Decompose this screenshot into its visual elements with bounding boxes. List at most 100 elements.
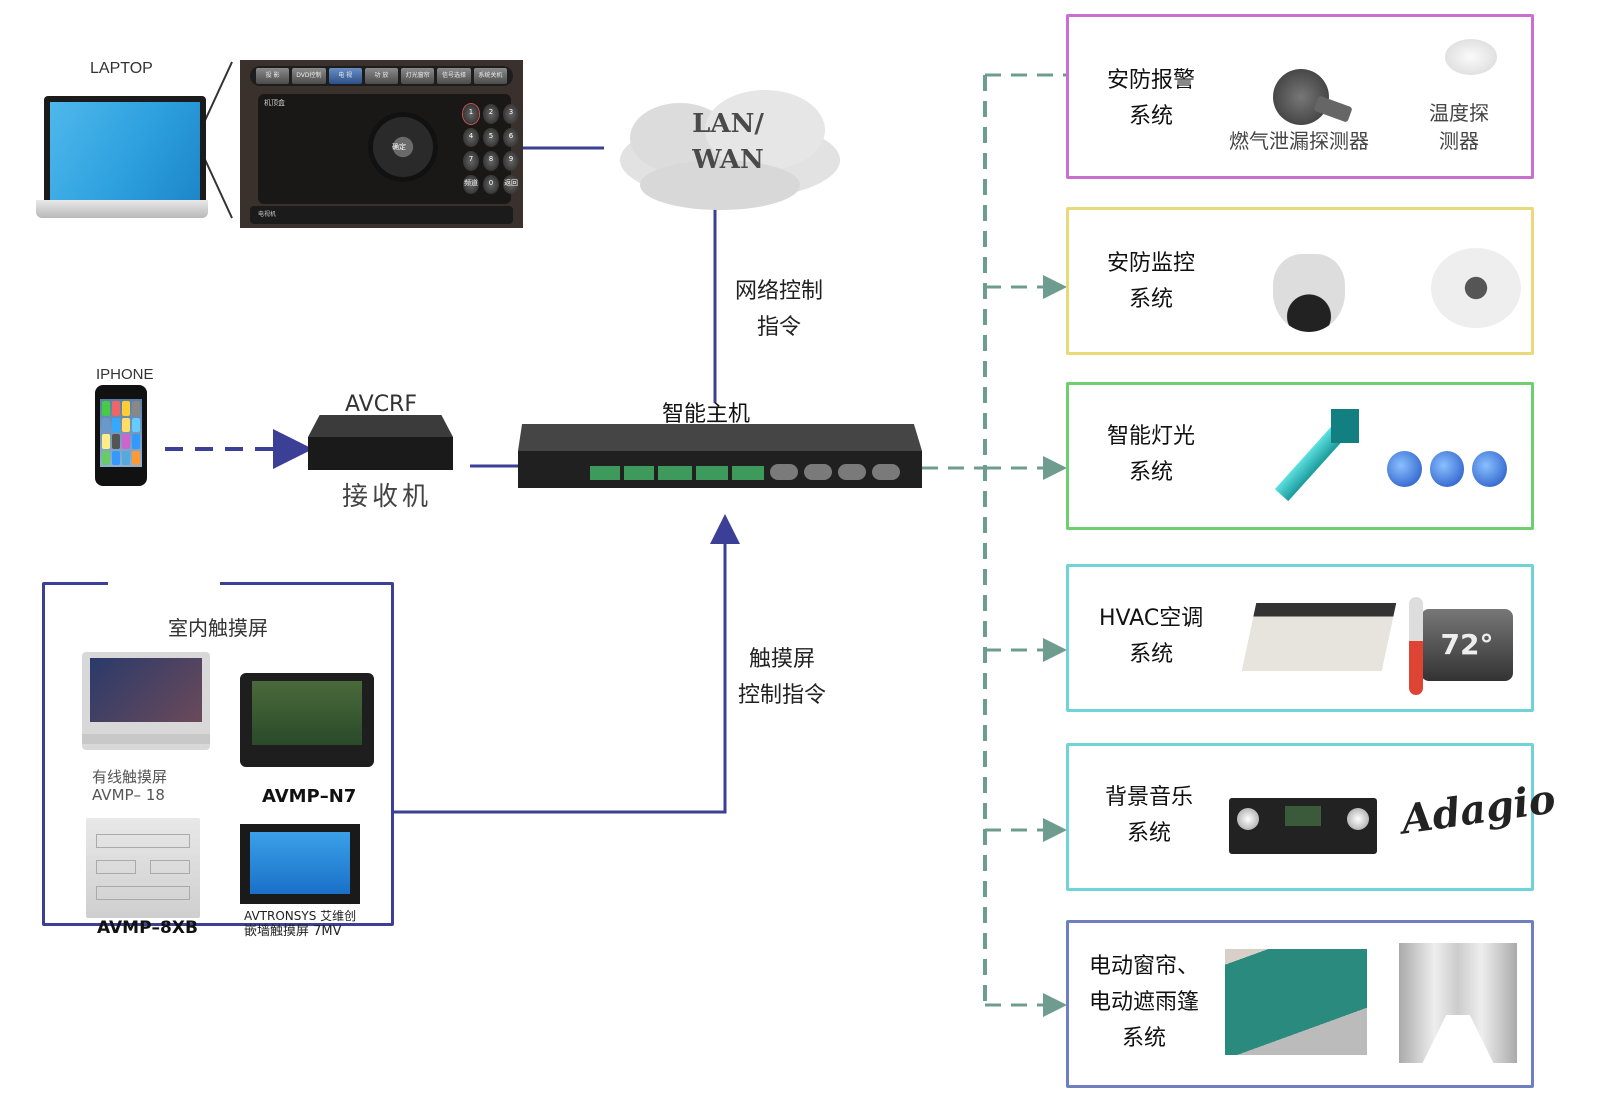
- system-name-line-1: HVAC空调: [1099, 606, 1204, 631]
- caption-line-1: 温度探: [1429, 101, 1489, 125]
- system-name-line-1: 智能灯光: [1107, 424, 1196, 449]
- system-name-line-2: 系统: [1127, 821, 1172, 846]
- touchscreen-avmp-8xb-icon: [86, 818, 200, 918]
- remote-key: 6: [503, 127, 519, 147]
- remote-key: 返回: [503, 174, 519, 194]
- amplifier-icon: [1229, 798, 1377, 854]
- network-control-label-line-2: 指令: [757, 315, 802, 340]
- thermometer-icon: [1409, 597, 1423, 695]
- touchscreen-avmp-8xb-caption: AVMP–8XB: [97, 918, 198, 938]
- touchscreen-avmp-n7-icon: [240, 673, 374, 767]
- remote-key: 5: [483, 127, 499, 147]
- cloud-line-2: WAN: [692, 145, 764, 175]
- system-background-music: 背景音乐 系统 Adagio: [1066, 743, 1558, 891]
- system-name-line-3: 系统: [1122, 1026, 1167, 1051]
- system-name-line-1: 背景音乐: [1105, 785, 1194, 810]
- temperature-detector-caption: 温度探 测器: [1429, 99, 1489, 155]
- touch-control-label: 触摸屏 控制指令: [738, 642, 826, 714]
- ceiling-ac-icon: [1241, 603, 1397, 671]
- host-name-label: 智能主机: [662, 402, 751, 427]
- laptop-remote-ui-screenshot: 投 影 DVD控制 电 视 功 放 灯光窗帘 信号选择 系统关机 机顶盒 确定 …: [240, 60, 523, 228]
- remote-tab: 系统关机: [473, 68, 507, 84]
- remote-tab: 灯光窗帘: [401, 68, 435, 84]
- remote-key: 0: [483, 174, 499, 194]
- system-name-line-2: 系统: [1129, 104, 1174, 129]
- smart-host-device-icon: [518, 424, 922, 488]
- network-control-label-line-1: 网络控制: [735, 279, 824, 304]
- remote-tab: 投 影: [256, 68, 290, 84]
- remote-dpad-icon: 确定: [368, 112, 438, 182]
- laptop-label: LAPTOP: [90, 60, 153, 77]
- touchscreen-avmp18-icon: [82, 652, 210, 750]
- curtain-icon: [1399, 943, 1517, 1063]
- iphone-label: IPHONE: [96, 366, 154, 383]
- remote-key: 7: [463, 151, 479, 171]
- wall-light-mount-icon: [1331, 409, 1359, 443]
- remote-key: 3: [503, 104, 519, 124]
- temperature-detector-icon: [1445, 39, 1497, 75]
- remote-key: 8: [483, 151, 499, 171]
- cloud-icon: [620, 90, 840, 210]
- system-name: 背景音乐 系统: [1105, 780, 1193, 852]
- gas-detector-pipe-icon: [1313, 95, 1353, 123]
- receiver-name-label: 接收机: [342, 482, 433, 512]
- system-hvac: HVAC空调 系统 72°: [1066, 564, 1534, 712]
- remote-key: 2: [483, 104, 499, 124]
- remote-key: 频道: [463, 174, 479, 194]
- system-name-line-2: 系统: [1129, 642, 1174, 667]
- remote-tab: 功 放: [364, 68, 399, 84]
- system-security-alarm: 安防报警 系统 燃气泄漏探测器 温度探 测器: [1066, 14, 1534, 179]
- spotlight-icon: [1387, 451, 1508, 487]
- system-name-line-2: 系统: [1129, 460, 1174, 485]
- remote-key: 4: [463, 127, 479, 147]
- touch-control-label-line-1: 触摸屏: [749, 647, 816, 672]
- touchscreen-group-title: 室内触摸屏: [168, 616, 268, 640]
- remote-keypad: 1 2 3 4 5 6 7 8 9 频道 0 返回: [463, 104, 519, 194]
- touchscreen-avmp-n7-caption: AVMP–N7: [262, 786, 357, 807]
- gas-detector-caption: 燃气泄漏探测器: [1229, 129, 1369, 153]
- remote-dpad-center: 确定: [392, 143, 406, 151]
- receiver-device-icon: [308, 415, 453, 470]
- system-name-line-2: 电动遮雨篷: [1089, 990, 1200, 1015]
- caption-line-2: AVMP– 18: [92, 786, 165, 804]
- remote-section-title: 机顶盒: [264, 99, 285, 107]
- touchscreen-to-host-link: [394, 514, 740, 814]
- remote-tab: DVD控制: [292, 68, 326, 84]
- receiver-model-label: AVCRF: [345, 392, 417, 417]
- system-name-line-1: 电动窗帘、: [1089, 954, 1200, 979]
- ptz-dome-camera-icon: [1273, 254, 1345, 332]
- remote-bottom-bar: 电视机: [250, 206, 513, 224]
- system-name: HVAC空调 系统: [1099, 601, 1203, 673]
- system-name: 安防报警 系统: [1107, 63, 1195, 135]
- touch-control-label-line-2: 控制指令: [738, 683, 827, 708]
- system-name-line-2: 系统: [1129, 287, 1174, 312]
- caption-line-2: 测器: [1439, 129, 1479, 153]
- system-name-line-1: 安防监控: [1107, 251, 1196, 276]
- caption-line-2: 嵌墙触摸屏 7MV: [244, 924, 342, 939]
- system-name-line-1: 安防报警: [1107, 68, 1196, 93]
- remote-key: 9: [503, 151, 519, 171]
- thermostat-icon: 72°: [1421, 609, 1513, 681]
- system-surveillance: 安防监控 系统: [1066, 207, 1534, 355]
- dome-camera-icon: [1431, 248, 1521, 328]
- network-control-label: 网络控制 指令: [735, 274, 823, 346]
- caption-line-1: AVTRONSYS 艾维创: [244, 909, 357, 923]
- touchscreen-7mv-icon: [240, 824, 360, 904]
- lan-wan-cloud-label: LAN/ WAN: [663, 106, 793, 178]
- remote-tab: 信号选择: [437, 68, 471, 84]
- system-name: 智能灯光 系统: [1107, 419, 1195, 491]
- cloud-line-1: LAN/: [692, 109, 764, 139]
- touchscreen-7mv-caption: AVTRONSYS 艾维创 嵌墙触摸屏 7MV: [244, 908, 356, 940]
- awning-icon: [1225, 949, 1367, 1055]
- touchscreen-avmp18-caption: 有线触摸屏 AVMP– 18: [92, 768, 167, 804]
- iphone-icon: [95, 385, 147, 486]
- caption-line-1: 有线触摸屏: [92, 768, 168, 786]
- remote-key: 1: [463, 104, 479, 124]
- system-lighting: 智能灯光 系统: [1066, 382, 1534, 530]
- system-name: 电动窗帘、 电动遮雨篷 系统: [1089, 949, 1199, 1057]
- system-name: 安防监控 系统: [1107, 246, 1195, 318]
- remote-tab-active: 电 视: [328, 68, 362, 84]
- system-motorized-curtain-awning: 电动窗帘、 电动遮雨篷 系统: [1066, 920, 1534, 1088]
- remote-ui-tabbar: 投 影 DVD控制 电 视 功 放 灯光窗帘 信号选择 系统关机: [250, 66, 513, 86]
